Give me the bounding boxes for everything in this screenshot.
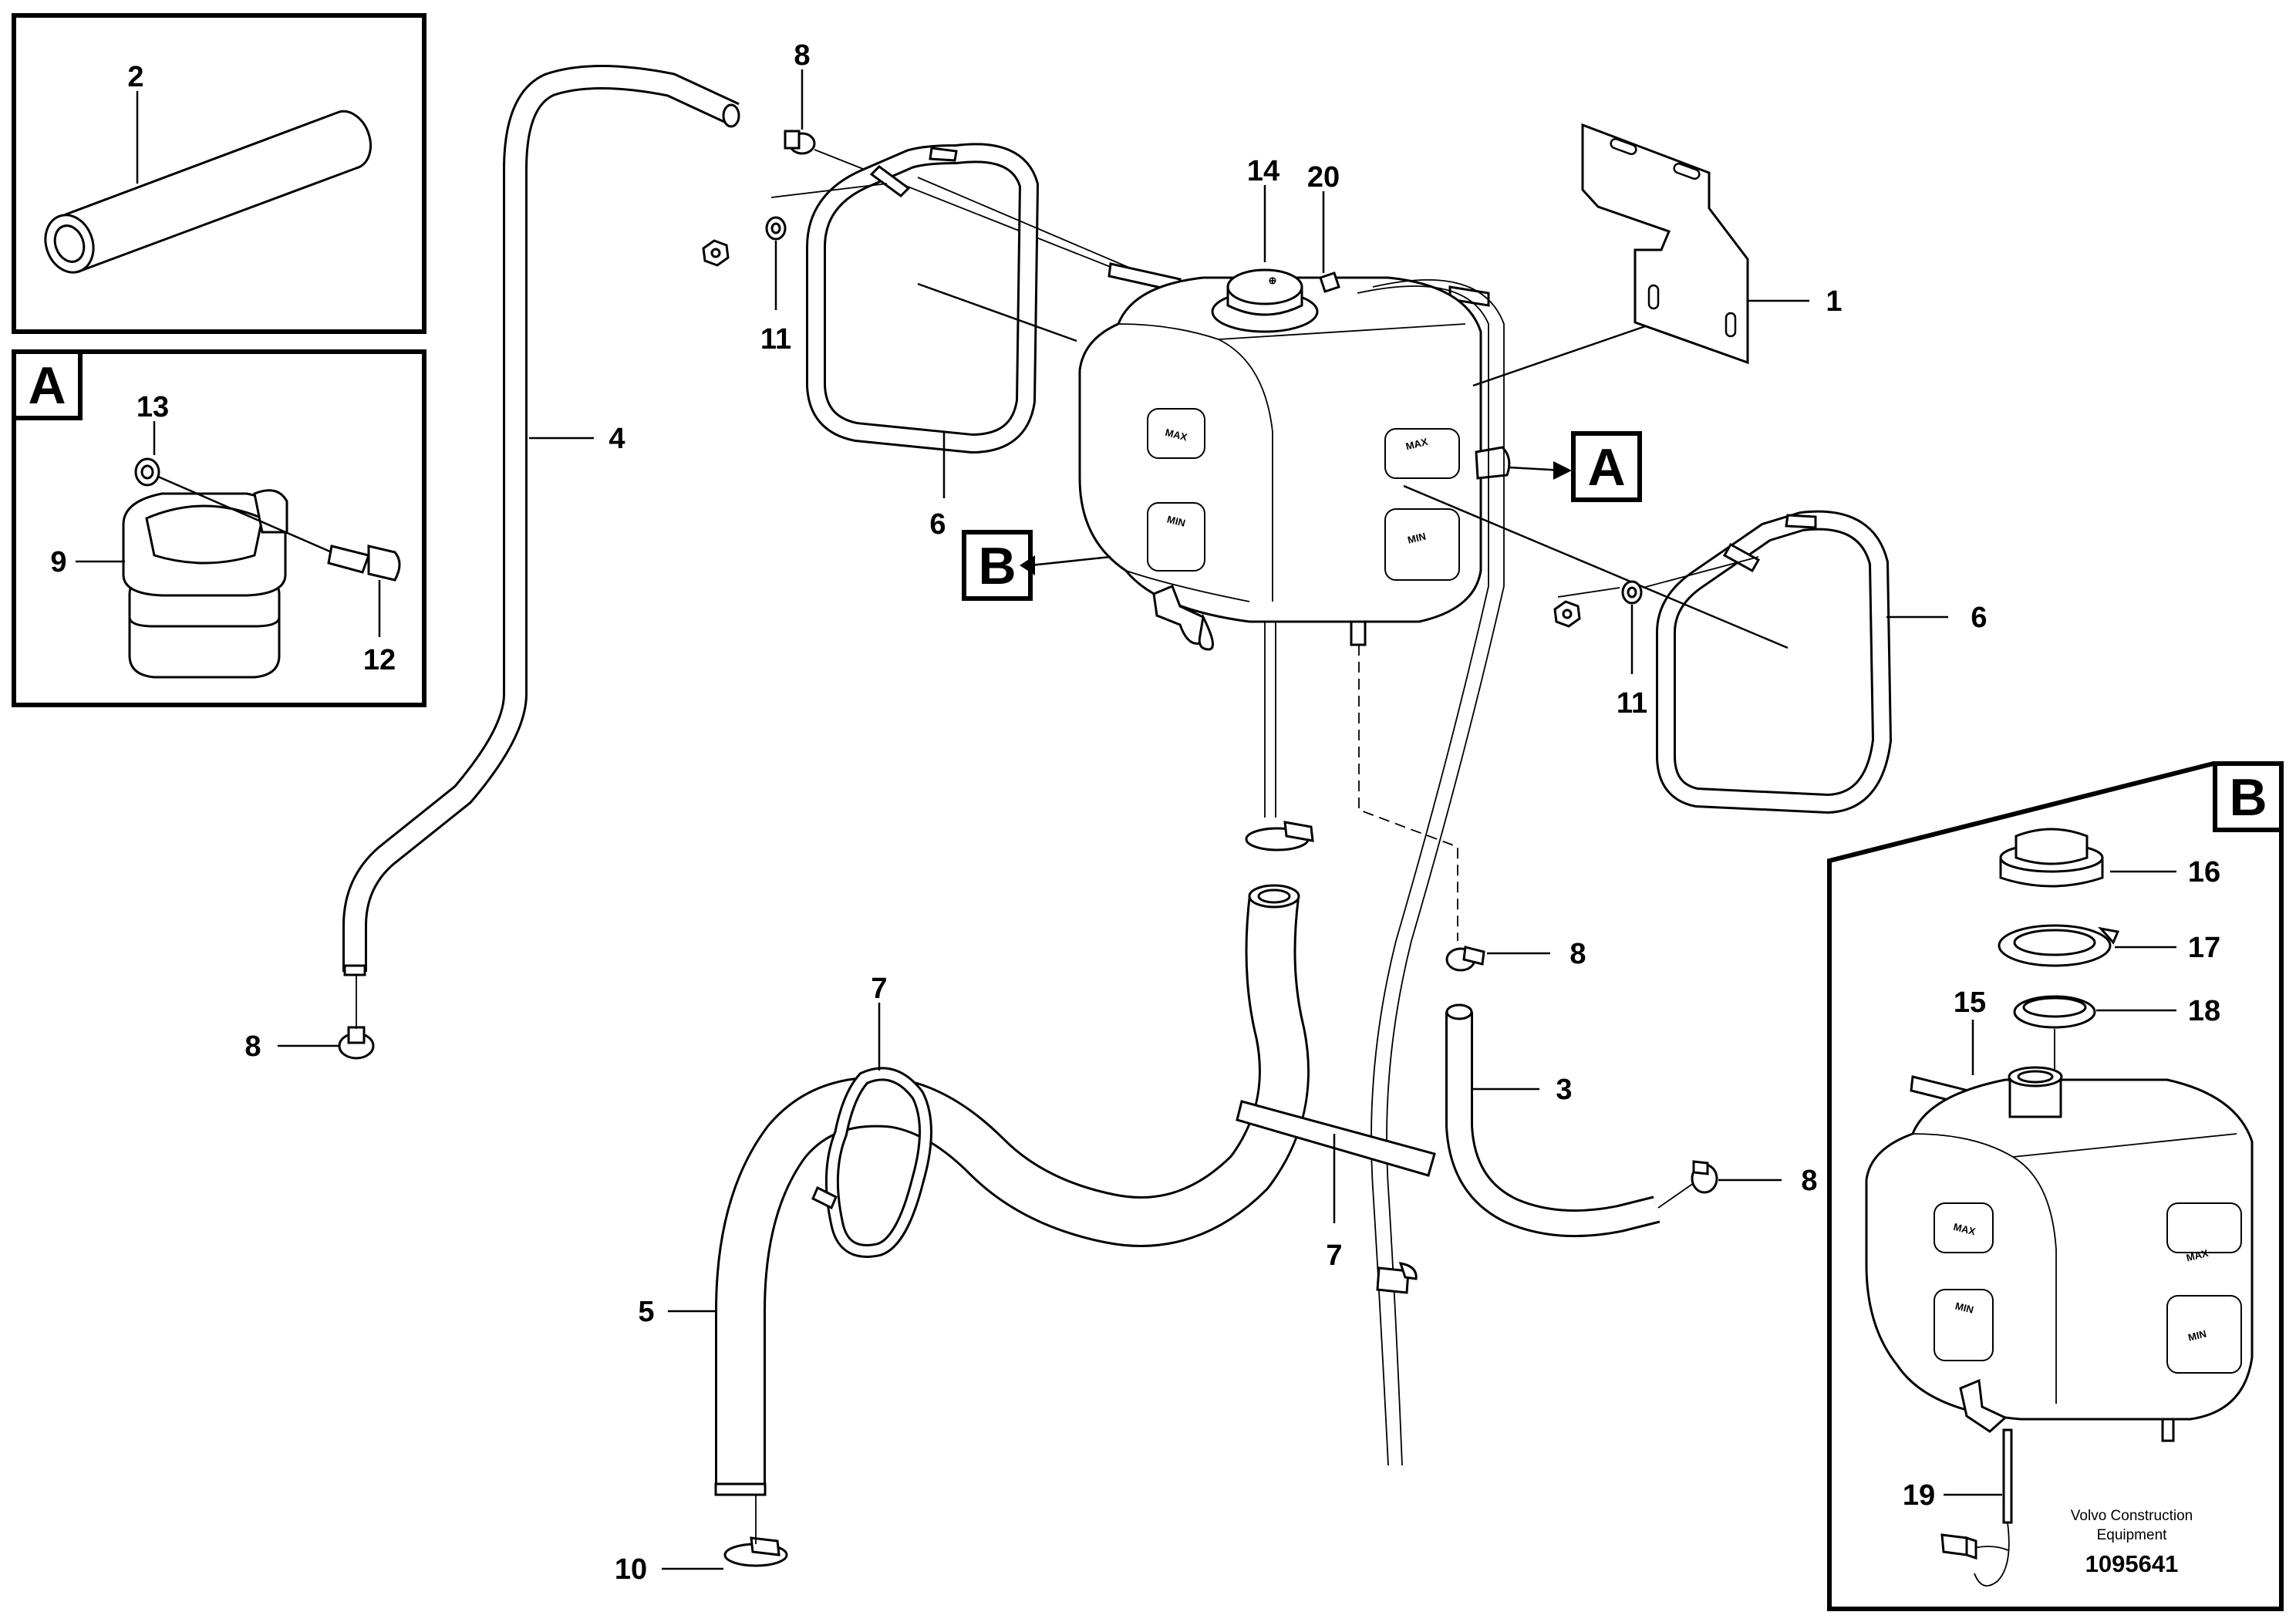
tank-b-max-label-right: MAX: [2185, 1247, 2210, 1264]
hose-part-5: [714, 884, 1310, 1496]
pointer-b-letter: B: [978, 537, 1016, 595]
nut-washer-part-11-right: [1553, 580, 1643, 628]
callout-5: 5: [638, 1296, 654, 1328]
callout-16: 16: [2188, 856, 2220, 889]
caption-line-2: Equipment: [2097, 1527, 2168, 1543]
hose-clamp-part-8-mid: [1445, 946, 1485, 972]
o-ring-part-18: [2013, 995, 2096, 1029]
strap-part-6-right: [1656, 510, 1893, 814]
callout-17: 17: [2188, 932, 2220, 964]
seal-ring-part-17: [1998, 924, 2120, 967]
strap-part-6-left: [806, 143, 1040, 454]
callout-6-right: 6: [1971, 602, 1987, 634]
callout-13: 13: [137, 391, 169, 423]
pointer-a-letter: A: [1587, 438, 1625, 497]
tank-b-min-label-right: MIN: [2187, 1327, 2208, 1343]
hose-clamp-on-hose-5: [1245, 821, 1314, 851]
nut-washer-part-11-left: [702, 216, 787, 267]
level-sensor-harness: [1357, 278, 1505, 1466]
pointer-box-b: B: [962, 530, 1033, 601]
callout-8-mid: 8: [1569, 938, 1586, 970]
detail-frame-part-2: 2: [12, 13, 426, 334]
document-number: 1095641: [2085, 1550, 2179, 1577]
callout-6-left: 6: [929, 508, 946, 541]
callout-11-right: 11: [1617, 687, 1647, 720]
cable-tie-part-7-upper: [811, 1067, 932, 1258]
washer-part-13: [134, 457, 160, 487]
tube-part-2: [44, 110, 372, 274]
detail-b-letter: B: [2229, 768, 2267, 827]
pointer-box-a: A: [1571, 431, 1642, 502]
tank-b-max-label-left: MAX: [1952, 1221, 1977, 1238]
hose-clamp-part-8-left: [338, 1026, 375, 1060]
svg-text:⊕: ⊕: [1269, 275, 1277, 286]
callout-1: 1: [1826, 285, 1842, 318]
detail-a-letter: A: [28, 356, 66, 415]
callout-18: 18: [2188, 995, 2220, 1027]
detail-frame-a: A 13 9 12: [12, 349, 426, 707]
callout-4: 4: [609, 423, 625, 455]
callout-8-right: 8: [1801, 1165, 1817, 1197]
callout-7-bottom: 7: [1326, 1239, 1342, 1272]
level-sensor-part-19: [1940, 1428, 2013, 1587]
callout-9: 9: [50, 546, 66, 578]
tank-b-min-label-left: MIN: [1954, 1300, 1975, 1315]
hose-part-4: [342, 65, 740, 976]
bolt-part-12: [157, 475, 401, 582]
callout-12: 12: [363, 644, 396, 676]
hose-clamp-part-10: [723, 1536, 788, 1567]
callout-20: 20: [1307, 161, 1340, 194]
tank-max-label-left: MAX: [1164, 427, 1188, 443]
cable-tie-part-7-lower: [1236, 1100, 1436, 1177]
caption-line-1: Volvo Construction: [2071, 1508, 2193, 1524]
hose-clamp-part-8-right: [1691, 1160, 1718, 1194]
callout-10: 10: [615, 1553, 647, 1586]
callout-3: 3: [1556, 1074, 1572, 1106]
callout-19: 19: [1903, 1479, 1935, 1512]
tank-min-label-left: MIN: [1166, 513, 1187, 528]
hose-part-3: [1445, 1003, 1660, 1238]
callout-11-left: 11: [760, 323, 791, 356]
callout-14: 14: [1247, 155, 1279, 187]
expansion-tank-main: MAX MIN MAX MIN ⊕: [1078, 262, 1490, 651]
expansion-tank-part-15: MAX MIN MAX MIN: [1865, 1066, 2254, 1442]
callout-2: 2: [127, 61, 143, 93]
filler-cap-part-16: [1999, 828, 2104, 888]
mounting-bracket-part-1: [1581, 123, 1749, 365]
hose-clamp-part-8-top: [784, 130, 816, 155]
callout-7-top: 7: [871, 973, 887, 1005]
callout-15: 15: [1954, 986, 1986, 1019]
tank-max-label-right: MAX: [1404, 436, 1429, 453]
callout-8-top: 8: [794, 39, 810, 72]
tank-min-label-right: MIN: [1407, 530, 1428, 545]
rubber-mount-on-tank: [1475, 446, 1511, 480]
detail-frame-b: B 16 17 18: [1827, 761, 2284, 1611]
callout-8-left: 8: [244, 1030, 261, 1063]
rubber-bushing-part-9: [122, 489, 288, 679]
